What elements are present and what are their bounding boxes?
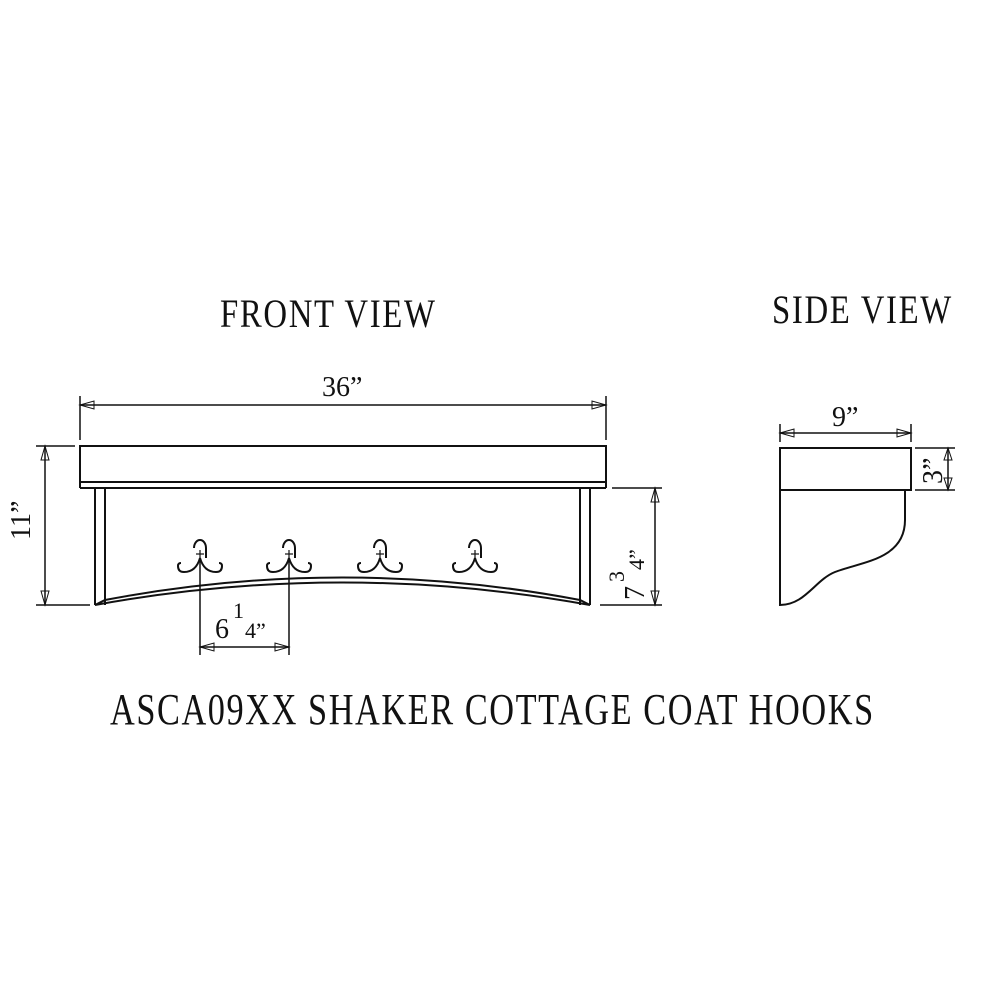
front-view (36, 396, 662, 655)
product-title: ASCA09XX SHAKER COTTAGE COAT HOOKS (110, 685, 875, 734)
double-coat-hook-icon (176, 539, 224, 574)
lower-height-dimension-label: 7 3 4” (604, 510, 664, 600)
panel-arch-bottom (94, 576, 591, 606)
width-dimension-label: 36” (322, 372, 363, 403)
height-dimension-label: 11” (6, 500, 37, 540)
width-dimension-line (78, 396, 608, 440)
height-dimension-line (36, 444, 90, 607)
front-view-title: FRONT VIEW (220, 291, 437, 336)
shelf-thickness-dimension-line (915, 446, 955, 492)
depth-dimension-label: 9” (832, 402, 859, 433)
double-coat-hook-icon (265, 539, 313, 574)
double-coat-hook-icon (451, 539, 499, 574)
depth-dimension-line (778, 424, 913, 442)
shelf-top-board (79, 445, 607, 483)
lower-height-numerator: 3 (604, 571, 629, 582)
side-shelf-board (779, 447, 912, 491)
side-bracket-profile (779, 490, 906, 607)
side-view (778, 424, 955, 607)
hook-spacing-dimension-label: 6 1 4” (215, 598, 295, 648)
hook-spacing-dimension-line (198, 560, 291, 655)
double-coat-hook-icon (356, 539, 404, 574)
hook-spacing-whole: 6 (215, 614, 229, 645)
lower-height-whole: 7 (620, 586, 651, 600)
lower-height-denominator: 4” (624, 549, 649, 570)
lower-height-dimension-line (600, 486, 662, 607)
shelf-thickness-dimension-label: 3” (918, 457, 949, 484)
hook-spacing-numerator: 1 (233, 598, 244, 623)
side-view-title: SIDE VIEW (772, 287, 953, 332)
hook-spacing-denominator: 4” (245, 618, 266, 643)
